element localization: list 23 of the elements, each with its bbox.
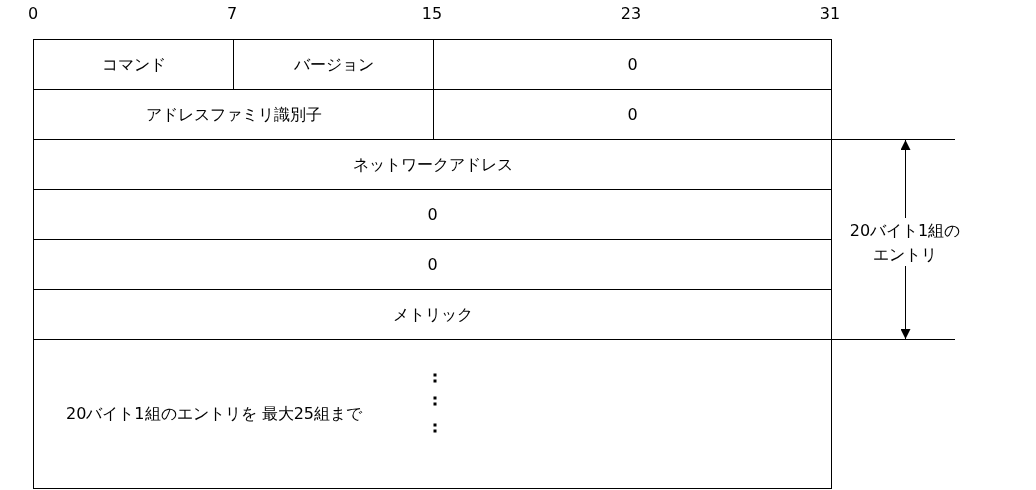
field-box <box>433 39 832 90</box>
bit-number: 7 <box>225 3 239 25</box>
field-box <box>33 39 234 90</box>
field-box <box>33 289 832 340</box>
field-box <box>33 139 832 190</box>
field-label: 20バイト1組のエントリを 最大25組まで <box>66 404 362 424</box>
field-box <box>33 239 832 290</box>
dimension-label: 20バイト1組のエントリ <box>848 220 962 266</box>
field-label: 0 <box>627 54 638 75</box>
bit-number: 23 <box>619 3 643 25</box>
field-label: アドレスファミリ識別子 <box>145 104 322 125</box>
field-label: バージョン <box>293 54 374 75</box>
field-label: 0 <box>427 204 438 225</box>
field-label: 0 <box>427 254 438 275</box>
bit-number: 0 <box>26 3 40 25</box>
field-label: 0 <box>627 104 638 125</box>
field-label: メトリック <box>392 304 473 325</box>
field-box <box>33 189 832 240</box>
field-label: ネットワークアドレス <box>352 154 513 175</box>
bit-number: 15 <box>420 3 444 25</box>
field-box <box>33 339 832 489</box>
bit-number: 31 <box>818 3 842 25</box>
field-label: コマンド <box>101 54 166 75</box>
